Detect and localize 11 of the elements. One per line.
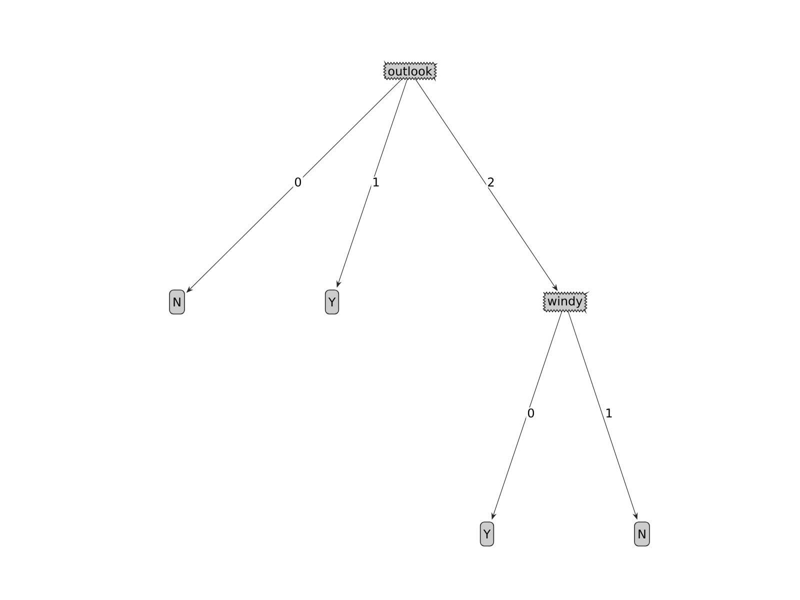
leaf-box: Y [480, 522, 494, 546]
edge-label: 0 [293, 176, 303, 188]
leaf-box: Y [324, 290, 340, 314]
edge-label: 1 [371, 176, 381, 188]
edge-label: 1 [604, 408, 614, 418]
leaf-box: N [169, 290, 185, 314]
decision-box: windy [542, 291, 590, 314]
edge-label: 2 [486, 176, 496, 188]
leaf-box: N [634, 522, 650, 546]
edge-label: 0 [526, 407, 536, 419]
decision-box: outlook [383, 60, 438, 82]
